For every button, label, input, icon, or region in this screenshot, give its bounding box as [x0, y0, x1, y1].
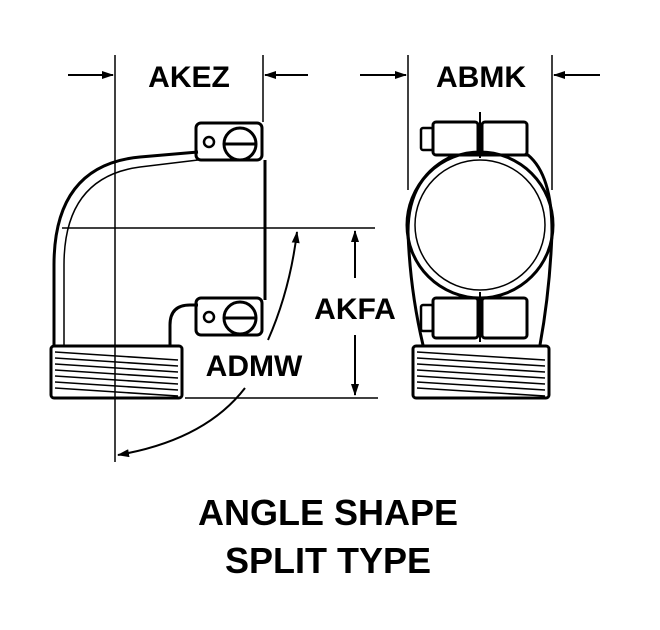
lower-clamp-screw — [194, 296, 264, 337]
left-threaded-end — [49, 344, 184, 400]
caption-line-2: SPLIT TYPE — [225, 540, 431, 581]
abmk-label: ABMK — [436, 61, 526, 94]
split-end-view — [405, 112, 555, 400]
akfa-label: AKFA — [314, 293, 396, 326]
elbow-side-view — [49, 95, 375, 462]
caption-line-1: ANGLE SHAPE — [198, 492, 458, 533]
akez-label: AKEZ — [148, 61, 230, 94]
upper-clamp-screw — [194, 121, 264, 162]
admw-dimension — [117, 231, 300, 458]
akez-dimension — [68, 55, 308, 122]
admw-label: ADMW — [206, 350, 303, 383]
upper-clamp-blocks — [419, 112, 529, 158]
lower-clamp-blocks — [419, 292, 529, 342]
akfa-dimension — [185, 230, 378, 399]
abmk-dimension — [360, 55, 600, 190]
right-threaded-end — [411, 344, 551, 400]
